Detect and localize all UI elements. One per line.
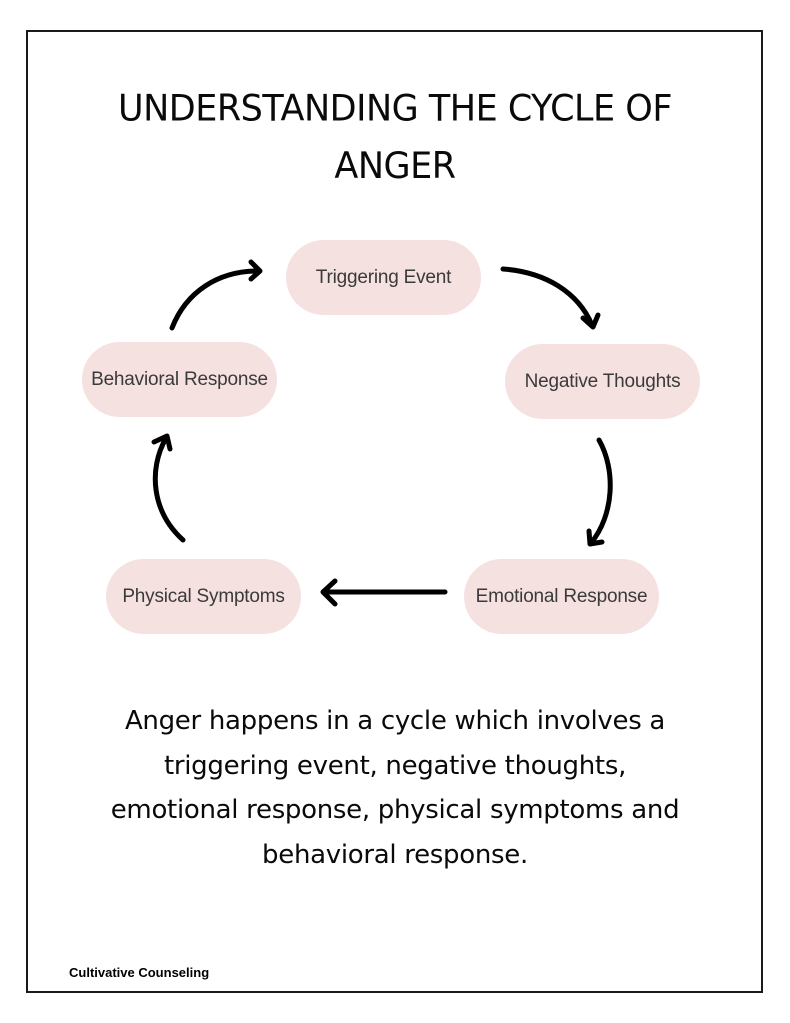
node-label: Triggering Event xyxy=(315,266,452,288)
node-triggering-event: Triggering Event xyxy=(286,240,481,315)
node-label: Physical Symptoms xyxy=(122,585,285,607)
title-line-1: UNDERSTANDING THE CYCLE OF xyxy=(118,88,672,130)
description-line-3: emotional response, physical symptoms an… xyxy=(110,795,680,825)
node-label: Behavioral Response xyxy=(91,368,268,390)
page-title: UNDERSTANDING THE CYCLE OF ANGER xyxy=(60,80,730,195)
footer-brand: Cultivative Counseling xyxy=(69,965,210,980)
node-physical-symptoms: Physical Symptoms xyxy=(106,559,301,634)
title-line-2: ANGER xyxy=(334,146,456,188)
description-line-4: behavioral response. xyxy=(262,839,528,870)
node-negative-thoughts: Negative Thoughts xyxy=(505,344,700,419)
page-border xyxy=(26,30,763,993)
description-line-2: triggering event, negative thoughts, xyxy=(163,750,627,781)
description-line-1: Anger happens in a cycle which involves … xyxy=(124,706,666,736)
node-label: Negative Thoughts xyxy=(524,370,681,392)
node-label: Emotional Response xyxy=(475,585,648,607)
node-behavioral-response: Behavioral Response xyxy=(82,342,277,417)
description-text: Anger happens in a cycle which involves … xyxy=(70,699,720,877)
node-emotional-response: Emotional Response xyxy=(464,559,659,634)
